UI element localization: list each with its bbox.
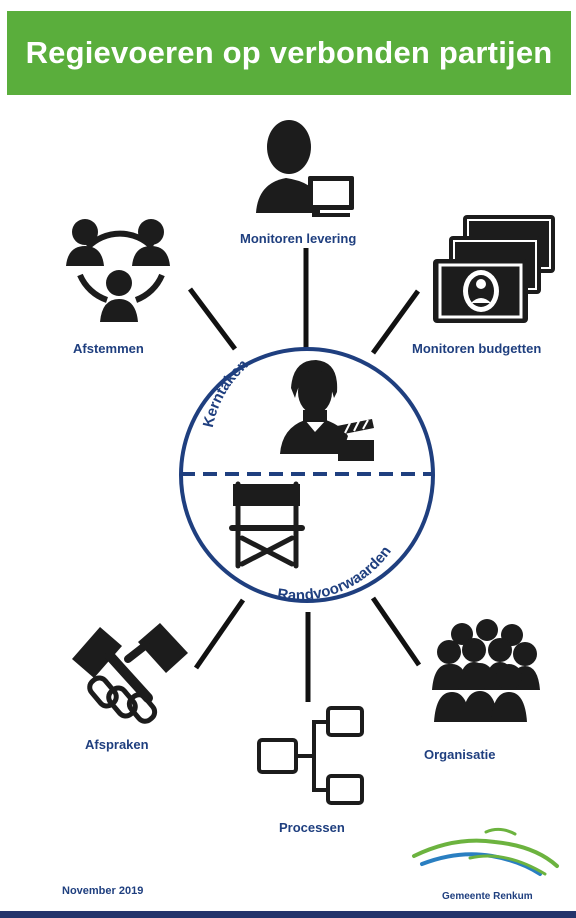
node-label-monitoren-levering: Monitoren levering: [240, 231, 357, 246]
connector-top-left: [188, 287, 237, 351]
bottom-bar: [0, 911, 576, 918]
node-label-afspraken: Afspraken: [85, 737, 149, 752]
node-label-organisatie: Organisatie: [424, 747, 496, 762]
director-chair-icon: [229, 481, 305, 569]
money-stack-icon: [433, 215, 555, 323]
process-flow-icon: [257, 706, 364, 805]
connector-bottom-right: [370, 596, 422, 667]
crowd-icon: [432, 619, 540, 722]
footer-date: November 2019: [62, 885, 144, 897]
monitor-screen: [313, 181, 349, 205]
header-banner: Regievoeren op verbonden partijen: [7, 11, 571, 95]
connector-top-right: [370, 289, 421, 355]
node-label-processen: Processen: [279, 820, 345, 835]
clapperboard-icon: [337, 419, 374, 461]
handshake-icon: [72, 623, 188, 724]
node-label-afstemmen: Afstemmen: [73, 341, 144, 356]
page-title: Regievoeren op verbonden partijen: [25, 35, 553, 70]
node-label-monitoren-budgetten: Monitoren budgetten: [412, 341, 542, 356]
connector-bottom-left: [193, 598, 246, 670]
connector-lines: [188, 248, 422, 702]
logo-text: Gemeente Renkum: [442, 891, 533, 902]
gemeente-renkum-logo: [412, 827, 559, 876]
team-icon: [66, 219, 170, 322]
